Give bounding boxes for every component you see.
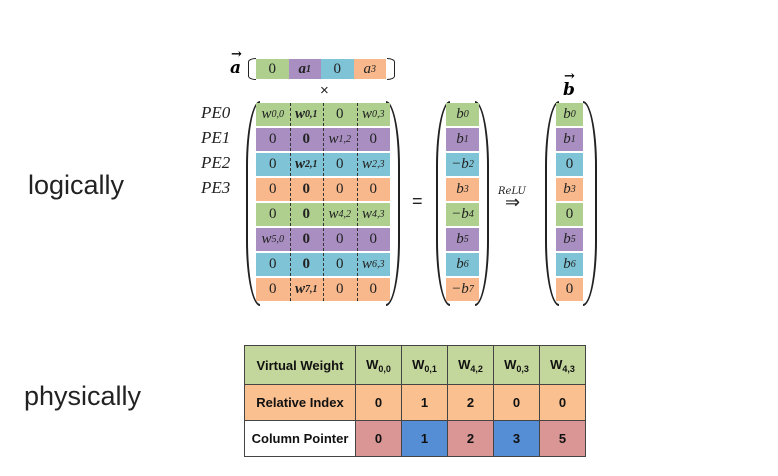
matrix-cell: 0 bbox=[269, 181, 277, 197]
matrix-column-divider bbox=[289, 103, 291, 301]
vector-a-right-paren bbox=[387, 58, 395, 80]
matrix-cell: 0 bbox=[336, 231, 344, 247]
pe-label: PE2 bbox=[201, 153, 231, 172]
matrix-cell: 0 bbox=[369, 131, 378, 147]
table-cell: 0 bbox=[355, 420, 402, 457]
matrix-cell: 0 bbox=[302, 181, 311, 197]
table-row-header: Virtual Weight bbox=[244, 345, 356, 385]
table-cell: W0,3 bbox=[493, 345, 540, 385]
matrix-cell: 0 bbox=[336, 181, 344, 197]
times-sign: × bbox=[320, 82, 329, 99]
equals-sign: = bbox=[412, 191, 423, 211]
output-entry: 0 bbox=[556, 278, 583, 301]
logically-label: logically bbox=[28, 170, 125, 200]
matrix-cell: 0 bbox=[302, 131, 311, 147]
table-cell: W0,1 bbox=[401, 345, 448, 385]
output-right-paren bbox=[583, 101, 597, 306]
pe-label: PE0 bbox=[201, 103, 231, 122]
matrix-cell: 0 bbox=[269, 256, 277, 272]
table-cell: 2 bbox=[447, 384, 494, 421]
vector-b-label: →b bbox=[563, 69, 575, 100]
table-cell: 0 bbox=[539, 384, 586, 421]
matrix-cell: 0 bbox=[302, 206, 311, 222]
pe-label: PE3 bbox=[201, 178, 231, 197]
output-entry: 0 bbox=[556, 153, 583, 176]
table-cell: 1 bbox=[401, 420, 448, 457]
matrix-column-divider bbox=[356, 103, 358, 301]
matrix-cell: 0 bbox=[269, 281, 277, 297]
matrix-cell: 0 bbox=[302, 256, 311, 272]
table-cell: W4,2 bbox=[447, 345, 494, 385]
matrix-cell: 0 bbox=[269, 131, 277, 147]
pe-label: PE1 bbox=[201, 128, 231, 147]
matrix-cell: 0 bbox=[302, 231, 311, 247]
matrix-cell: 0 bbox=[369, 181, 378, 197]
matrix-cell: 0 bbox=[369, 231, 378, 247]
table-row-header: Relative Index bbox=[244, 384, 356, 421]
table-cell: W0,0 bbox=[355, 345, 402, 385]
matrix-cell: 0 bbox=[369, 281, 378, 297]
table-row-header: Column Pointer bbox=[244, 420, 356, 457]
matrix-cell: 0 bbox=[269, 156, 277, 172]
vector-a-left-paren bbox=[248, 58, 256, 80]
table-cell: 1 bbox=[401, 384, 448, 421]
table-cell: 0 bbox=[355, 384, 402, 421]
table-cell: W4,3 bbox=[539, 345, 586, 385]
physically-label: physically bbox=[24, 381, 142, 411]
matrix-cell: 0 bbox=[269, 206, 277, 222]
vector-a-entry: 0 bbox=[321, 59, 354, 79]
matrix-cell: 0 bbox=[336, 281, 344, 297]
matrix-cell: 0 bbox=[336, 256, 344, 272]
vector-a-entry: 0 bbox=[256, 59, 289, 79]
matrix-column-divider bbox=[323, 103, 324, 301]
table-cell: 3 bbox=[493, 420, 540, 457]
matrix-cell: 0 bbox=[336, 106, 344, 122]
implies-arrow: ⇒ bbox=[505, 192, 521, 212]
matrix-cell: 0 bbox=[336, 156, 344, 172]
output-entry: 0 bbox=[556, 203, 583, 226]
table-cell: 0 bbox=[493, 384, 540, 421]
table-cell: 5 bbox=[539, 420, 586, 457]
relu-label: ReLU bbox=[498, 186, 526, 197]
vector-a-label: →a bbox=[230, 47, 242, 78]
table-cell: 2 bbox=[447, 420, 494, 457]
